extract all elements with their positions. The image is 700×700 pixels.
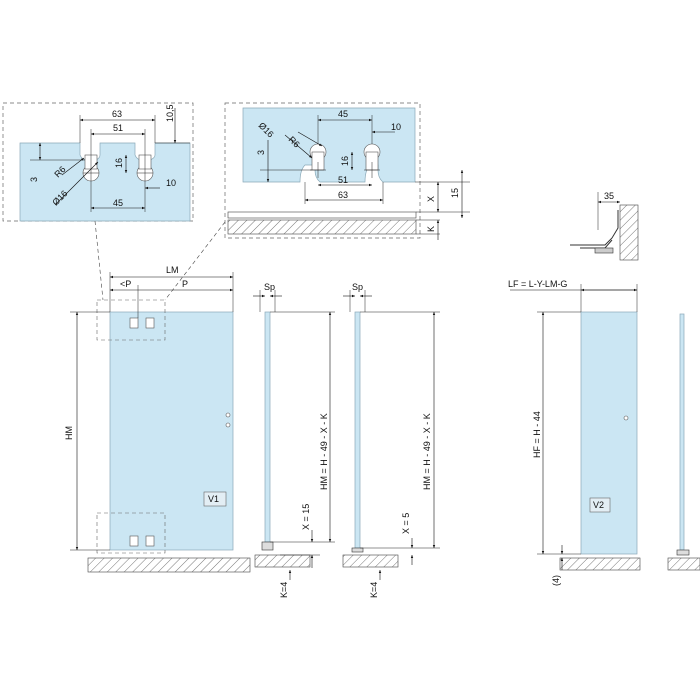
- detail-right: 45 10 Ø16 R6 3 16 51 63 X 15 K: [224, 102, 470, 240]
- side-view-c: [667, 313, 700, 571]
- side-c-fitting: [676, 549, 690, 556]
- door-v1-bottom-detail-frame: [96, 512, 166, 554]
- door-v2-dim-lf: LF = L-Y-LM-G: [508, 279, 567, 289]
- detail-right-glass: [242, 107, 416, 183]
- side-b-dim-height: HM = H - 49 - X - K: [422, 413, 432, 490]
- door-v1-knob-1: [225, 412, 231, 418]
- detail-right-dim-10: 10: [391, 122, 401, 132]
- side-b-dim-sp: Sp: [352, 282, 363, 292]
- detail-left: 63 51 10,5 3 R6 16 Ø16 10 45: [2, 102, 194, 222]
- detail-left-dim-10-5: 10,5: [165, 104, 175, 122]
- side-a-dim-k: K=4: [279, 582, 289, 598]
- door-v1-dim-hm: HM: [64, 426, 74, 440]
- door-v2-label: V2: [593, 500, 604, 510]
- side-b-dim-k: K=4: [369, 582, 379, 598]
- detail-right-floor-strip: [227, 211, 417, 219]
- detail-right-dim-45: 45: [338, 109, 348, 119]
- side-a-fitting: [261, 541, 274, 551]
- detail-right-dim-15: 15: [450, 188, 460, 198]
- door-v1-dim-p-small: <P: [120, 279, 131, 289]
- detail-left-dim-10: 10: [166, 178, 176, 188]
- door-v1-bottom-hanger-2: [145, 535, 155, 547]
- side-a-panel: [264, 311, 271, 543]
- side-a-floor: [254, 554, 311, 568]
- door-v1-hanger-1: [129, 317, 139, 329]
- detail-right-dim-16: 16: [340, 156, 350, 166]
- leader-left: [94, 220, 104, 301]
- door-v2-dim-hf: HF = H - 44: [532, 411, 542, 458]
- door-v1: V1 LM <P P HM: [64, 265, 251, 573]
- bracket-profile: [570, 210, 619, 249]
- side-a-dim-sp: Sp: [264, 282, 275, 292]
- detail-left-dim-16: 16: [114, 158, 124, 168]
- door-v1-top-detail-frame: [96, 299, 166, 341]
- door-v2-panel: [580, 311, 638, 555]
- detail-right-dim-63: 63: [338, 190, 348, 200]
- detail-right-dim-3: 3: [256, 150, 266, 155]
- bracket-wall: [619, 204, 639, 261]
- detail-right-dim-x: X: [426, 196, 436, 202]
- door-v1-bottom-hanger-1: [129, 535, 139, 547]
- detail-left-dim-63: 63: [112, 109, 122, 119]
- leader-right: [164, 221, 226, 301]
- side-b-dim-x: X = 5: [401, 513, 411, 534]
- detail-left-glass: [19, 142, 191, 222]
- door-v1-dim-p: P: [182, 279, 188, 289]
- door-v1-label-box: [203, 491, 227, 507]
- detail-right-dim-k: K: [426, 226, 436, 232]
- side-view-a: Sp HM = H - 49 - X - K X = 15 K=4: [253, 282, 335, 598]
- side-c-panel: [679, 313, 685, 551]
- detail-left-dim-3: 3: [29, 177, 39, 182]
- door-v1-floor: [87, 557, 251, 573]
- side-c-floor: [667, 557, 700, 571]
- side-b-panel: [354, 311, 361, 549]
- door-v2-label-box: [589, 497, 611, 513]
- side-view-b: Sp HM = H - 49 - X - K X = 5 K=4: [342, 282, 440, 598]
- side-b-fitting: [351, 547, 364, 553]
- bracket-dim-35: 35: [604, 191, 614, 201]
- side-a-dim-height: HM = H - 49 - X - K: [319, 413, 329, 490]
- door-v2-knob: [623, 415, 629, 421]
- door-v1-panel: [109, 311, 234, 551]
- door-v2-floor: [559, 557, 641, 571]
- side-b-floor: [342, 554, 399, 568]
- door-v2: V2 LF = L-Y-LM-G HF = H - 44 (4): [508, 279, 641, 586]
- door-v1-hanger-2: [145, 317, 155, 329]
- bracket-plate: [594, 247, 614, 254]
- detail-left-dim-51: 51: [113, 123, 123, 133]
- bracket-detail: 35: [570, 191, 639, 261]
- door-v1-dim-lm: LM: [166, 265, 179, 275]
- door-v2-dim-4: (4): [551, 575, 561, 586]
- detail-left-dim-45: 45: [113, 198, 123, 208]
- door-v1-knob-2: [225, 422, 231, 428]
- door-v1-label: V1: [208, 494, 219, 504]
- detail-right-dim-51: 51: [338, 175, 348, 185]
- detail-right-floor: [227, 219, 417, 235]
- side-a-dim-x: X = 15: [301, 504, 311, 530]
